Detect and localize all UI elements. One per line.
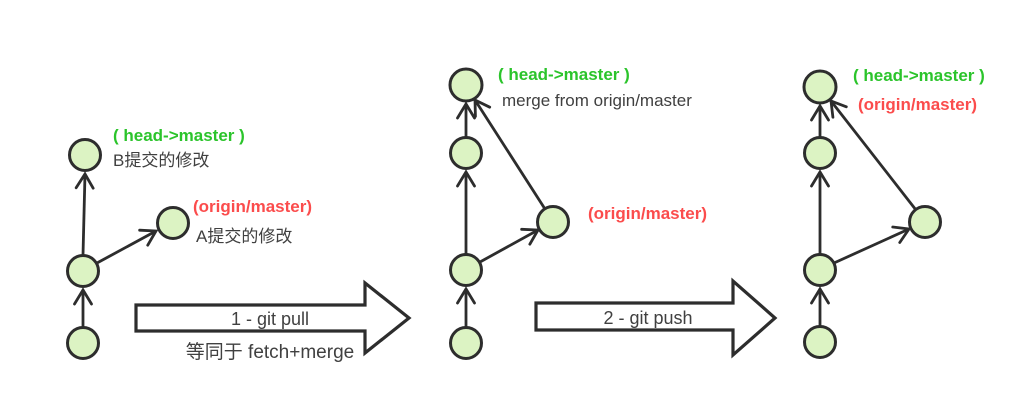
commit-node	[449, 136, 483, 170]
commit-node-origin	[536, 205, 570, 239]
branch-edge	[96, 228, 159, 265]
graph-after-pull: ( head->master ) merge from origin/maste…	[448, 65, 707, 360]
commit-node	[66, 254, 100, 288]
graph-before-pull: ( head->master ) B提交的修改 (origin/master) …	[66, 126, 312, 360]
origin-ref-label: (origin/master)	[588, 204, 707, 223]
commit-node	[803, 325, 837, 359]
step-arrow-label: 2 - git push	[603, 308, 692, 328]
head-ref-label: ( head->master )	[853, 66, 985, 85]
commit-node	[449, 253, 483, 287]
commit-edge	[74, 171, 95, 256]
branch-edge	[479, 227, 541, 264]
commit-node-head	[802, 69, 838, 105]
head-ref-label: ( head->master )	[498, 65, 630, 84]
origin-ref-label: (origin/master)	[193, 197, 312, 216]
merge-edge	[829, 98, 918, 211]
head-ref-label: ( head->master )	[113, 126, 245, 145]
commit-node	[803, 253, 837, 287]
block-arrow-shape	[134, 279, 412, 357]
commit-node-head	[68, 138, 102, 172]
step-arrow-label: 1 - git pull	[231, 309, 309, 329]
commit-node-origin	[908, 205, 942, 239]
branch-edge	[833, 225, 912, 265]
origin-ref-label: (origin/master)	[858, 95, 977, 114]
step-arrow-caption: 等同于 fetch+merge	[186, 341, 354, 363]
commit-node	[66, 326, 100, 360]
commit-caption: B提交的修改	[113, 151, 209, 170]
block-arrow-shape	[534, 277, 778, 359]
commit-node	[449, 326, 483, 360]
graph-after-push: ( head->master ) (origin/master)	[802, 66, 985, 359]
step-arrow-pull: 1 - git pull 等同于 fetch+merge	[134, 279, 412, 363]
step-arrow-push: 2 - git push	[534, 277, 778, 359]
commit-node	[803, 136, 837, 170]
commit-node-head	[448, 67, 484, 103]
commit-caption: A提交的修改	[196, 227, 292, 246]
commit-caption: merge from origin/master	[502, 91, 692, 110]
commit-node-origin	[156, 206, 190, 240]
merge-edge	[473, 97, 547, 210]
